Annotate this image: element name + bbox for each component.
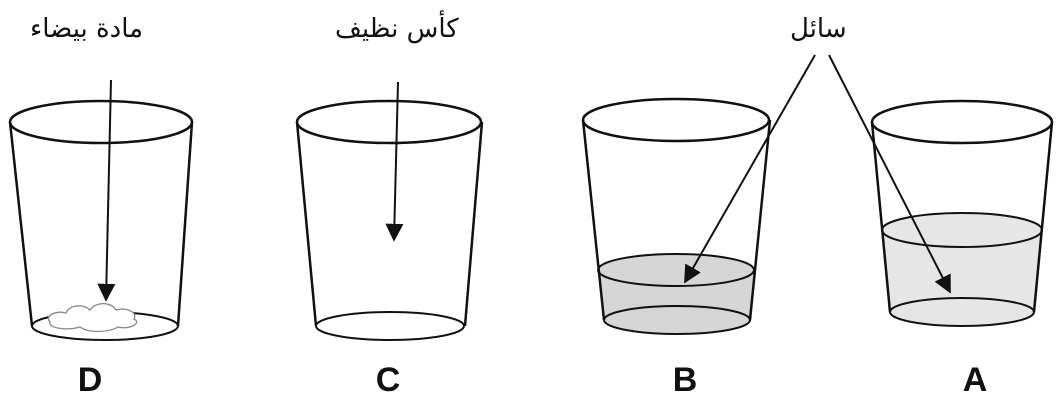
cup-letter-d: D	[77, 361, 103, 399]
arrow-white-substance	[97, 79, 116, 302]
cup-letter-a: A	[962, 361, 988, 399]
cup-letter-c: C	[375, 361, 401, 399]
white-substance	[47, 302, 138, 333]
label-clean-glass: كأس نظيف	[335, 14, 459, 44]
label-liquid: سائل	[790, 14, 847, 44]
cup-c	[295, 99, 484, 341]
label-white-substance: مادة بيضاء	[30, 14, 144, 44]
cup-d	[8, 99, 194, 341]
cup-letter-b: B	[672, 361, 698, 399]
cup-b	[581, 97, 772, 335]
arrow-clean-glass	[385, 81, 404, 242]
arrow-liquid-b	[684, 54, 816, 284]
arrow-liquid-a	[828, 54, 951, 294]
cup-a	[870, 99, 1054, 327]
